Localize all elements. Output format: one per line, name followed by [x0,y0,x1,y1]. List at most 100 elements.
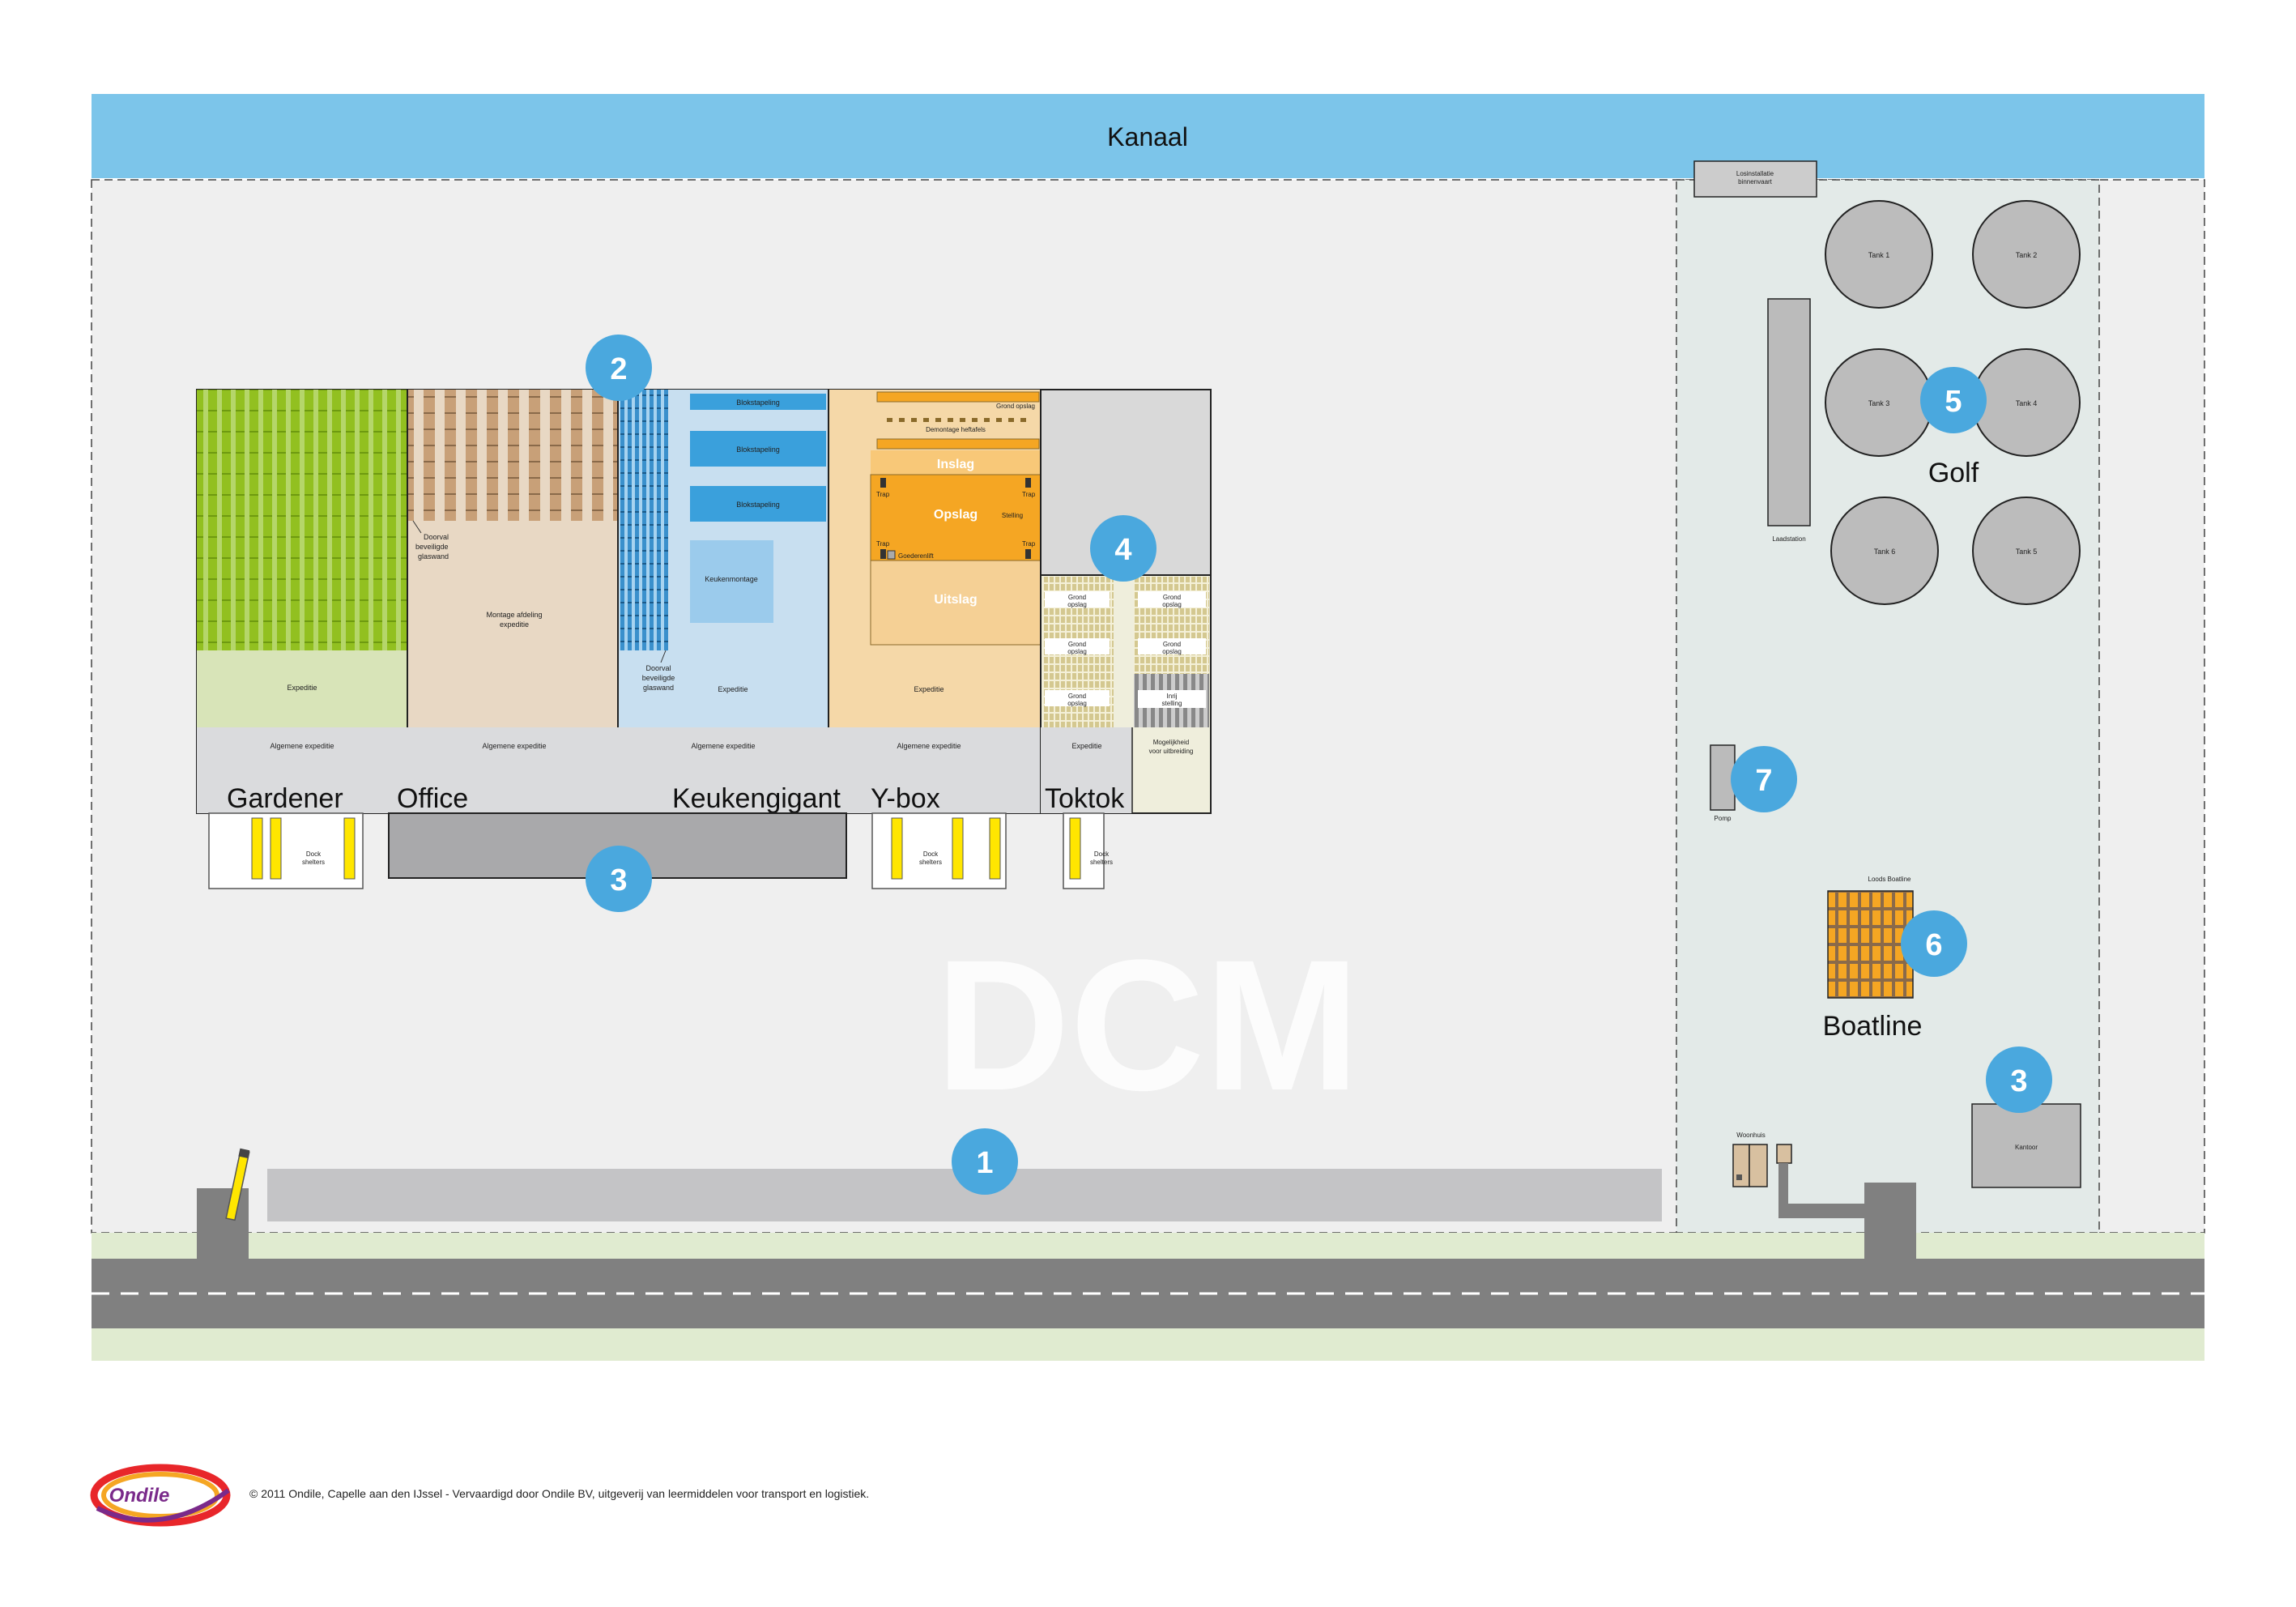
algemene-expeditie-4: Algemene expeditie [897,742,961,750]
inslag-label: Inslag [937,458,974,471]
keuken-doorval-pointer [660,650,667,663]
dock-shelters-gardener[interactable]: Dock shelters [208,812,364,889]
algemene-expeditie[interactable] [197,727,1041,813]
trap-4-label: Trap [1022,540,1036,548]
loods-boatline[interactable] [1827,890,1914,999]
pomp[interactable] [1710,744,1736,811]
keuken-doorval-line2: beveiligde [642,674,675,682]
blokstapeling-1-label: Blokstapeling [736,399,780,407]
toktok-go-5b: opslag [1162,648,1182,655]
uitbreiding-line1: Mogelijkheid [1153,739,1189,746]
gardener-expeditie[interactable] [197,650,407,727]
tank-2[interactable] [1972,200,2081,309]
svg-text:3: 3 [2010,1064,2027,1098]
dock-shelters-toktok[interactable]: Dock shelters [1063,812,1113,889]
ondile-logo-text: Ondile [109,1485,170,1507]
badge-2[interactable]: 2 [586,335,652,401]
toktok-go-1a: Grond [1068,594,1086,601]
gardener-racking[interactable] [197,390,407,650]
opslag-label: Opslag [934,508,978,522]
goederenlift [887,550,896,560]
pomp-label: Pomp [1715,815,1732,822]
canal-label: Kanaal [1107,122,1188,151]
toktok-go-2b: opslag [1067,648,1087,655]
algemene-expeditie-2: Algemene expeditie [482,742,546,750]
stelling-label: Stelling [1002,512,1023,519]
toktok-go-1b: opslag [1067,601,1087,608]
blokstapeling-3[interactable] [690,486,826,522]
toktok-go-3a: Grond [1068,693,1086,700]
office-doorval-line2: beveiligde [415,543,449,551]
uitslag-label: Uitslag [934,593,977,607]
toktok-go-5a: Grond [1163,641,1181,648]
toktok-go-4b: opslag [1162,601,1182,608]
blokstapeling-3-label: Blokstapeling [736,501,780,509]
label-ybox: Y-box [871,783,940,814]
blokstapeling-1[interactable] [690,394,826,410]
ondile-logo[interactable]: Ondile [90,1464,231,1527]
dock-shelters-toktok-l2: shelters [1090,859,1113,866]
badge-6[interactable]: 6 [1901,910,1967,977]
svg-text:4: 4 [1114,533,1131,567]
badge-3-loading[interactable]: 3 [586,846,652,912]
label-boatline: Boatline [1823,1011,1923,1042]
toktok-go-3b: opslag [1067,700,1087,707]
label-golf: Golf [1928,458,1979,488]
toktok-expeditie-label: Expeditie [1071,742,1101,750]
keuken-doorval-line1: Doorval [645,664,671,672]
opslag-area[interactable] [870,474,1042,561]
toktok-expeditie[interactable] [1041,727,1132,813]
uitslag-area[interactable] [870,560,1042,646]
badge-3-kantoor[interactable]: 3 [1986,1046,2052,1113]
tank-5[interactable] [1972,497,2081,605]
inslag-area[interactable] [871,450,1041,475]
keukengigant-racking[interactable] [620,390,668,650]
badge-group: 1 2 3 4 5 6 7 3 [586,335,2052,1195]
badge-5[interactable]: 5 [1920,367,1987,433]
badge-1[interactable]: 1 [952,1128,1018,1195]
svg-text:2: 2 [610,352,627,386]
algemene-expeditie-1: Algemene expeditie [270,742,334,750]
dock-shelters-gardener-l1: Dock [306,850,322,858]
trap-4 [1025,549,1031,559]
ybox-grond-opslag-1[interactable] [876,391,1040,403]
trap-3-label: Trap [876,540,890,548]
toktok-go-2a: Grond [1068,641,1086,648]
tank-4-label: Tank 4 [2016,399,2038,407]
losinstallatie[interactable] [1693,160,1817,198]
svg-text:5: 5 [1945,385,1962,419]
grass-strip-bottom [92,1328,2204,1361]
dock-shelters-toktok-l1: Dock [1094,850,1110,858]
badge-7[interactable]: 7 [1731,746,1797,812]
tank-1[interactable] [1825,200,1933,309]
dock-shelters-ybox[interactable]: Dock shelters [871,812,1007,889]
keukenmontage-area[interactable] [690,540,773,623]
label-gardener: Gardener [227,783,343,814]
woonhuis-label: Woonhuis [1736,1132,1765,1139]
office-doorval-line3: glaswand [418,552,449,561]
keuken-expeditie-label: Expeditie [718,685,748,693]
ybox-grond-opslag-2[interactable] [876,438,1040,450]
blokstapeling-2[interactable] [690,431,826,467]
svg-text:6: 6 [1925,928,1942,962]
svg-text:1: 1 [976,1146,993,1180]
inrij-line2: stelling [1162,700,1182,707]
blokstapeling-2-label: Blokstapeling [736,445,780,454]
keuken-doorval-line3: glaswand [643,684,674,692]
laadstation[interactable] [1767,298,1811,526]
keukenmontage-label: Keukenmontage [705,575,758,583]
office-racking[interactable] [407,390,618,521]
canal [92,94,2204,178]
kantoor[interactable] [1971,1103,2081,1188]
laadstation-label: Laadstation [1772,535,1805,543]
svg-text:3: 3 [610,863,627,897]
tank-6[interactable] [1830,497,1939,605]
badge-4[interactable]: 4 [1090,515,1157,582]
kantoor-label: Kantoor [2015,1144,2038,1151]
barrier-cap [238,1148,250,1159]
trap-1-label: Trap [876,491,890,498]
goederenlift-label: Goederenlift [898,552,934,560]
office-montage-area[interactable] [407,521,618,727]
office-doorval-line1: Doorval [424,533,449,541]
